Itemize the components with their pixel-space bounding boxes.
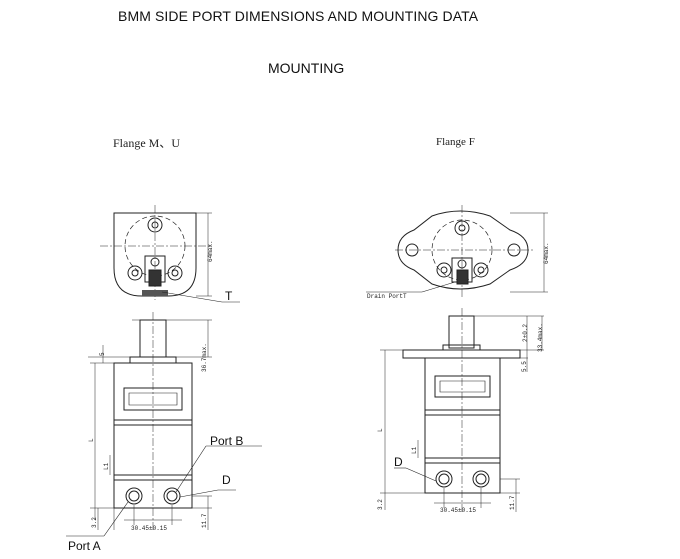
dim-shaft: 36.7max. xyxy=(201,343,208,372)
dim-f-port-height: 11.7 xyxy=(509,495,516,510)
dim-ports-spacing: 30.45±0.15 xyxy=(131,525,167,532)
dim-f-length: L xyxy=(377,428,384,432)
callout-port-b-label: Port B xyxy=(210,434,243,448)
flange-mu-side-view xyxy=(66,312,262,537)
dim-shoulder: 5 xyxy=(99,352,106,356)
flange-f-side-view xyxy=(380,308,544,512)
dim-f-bottom-gap: 3.2 xyxy=(377,499,384,510)
dim-f-shaft-b: 33.4max. xyxy=(537,323,544,352)
callout-t-label: T xyxy=(225,289,233,303)
dim-f-shaft-a: 2±0.2 xyxy=(522,324,529,342)
flange-mu-label: Flange M、U xyxy=(113,136,180,150)
page-title: BMM SIDE PORT DIMENSIONS AND MOUNTING DA… xyxy=(118,8,479,24)
dim-bottom-gap: 3.2 xyxy=(91,517,98,528)
dim-f-l1: L1 xyxy=(411,446,418,454)
callout-f-d-label: D xyxy=(394,455,403,469)
flange-f-label: Flange F xyxy=(436,136,475,148)
section-title: MOUNTING xyxy=(268,60,345,76)
flange-mu-end-view xyxy=(100,205,240,303)
callout-port-a-label: Port A xyxy=(68,539,101,553)
dim-f-height-top: 64max. xyxy=(543,242,550,264)
dim-height-top: 64max. xyxy=(207,240,214,262)
dim-l1: L1 xyxy=(103,462,110,470)
callout-d-label: D xyxy=(222,473,231,487)
dim-f-ports-spacing: 30.45±0.15 xyxy=(440,507,476,514)
dim-length: L xyxy=(88,438,95,442)
dim-port-height: 11.7 xyxy=(201,513,208,528)
flange-f-end-view xyxy=(366,205,548,298)
callout-drain-port-label: Drain PortT xyxy=(367,293,407,300)
dim-f-flange-thick: 5.5 xyxy=(521,361,528,372)
